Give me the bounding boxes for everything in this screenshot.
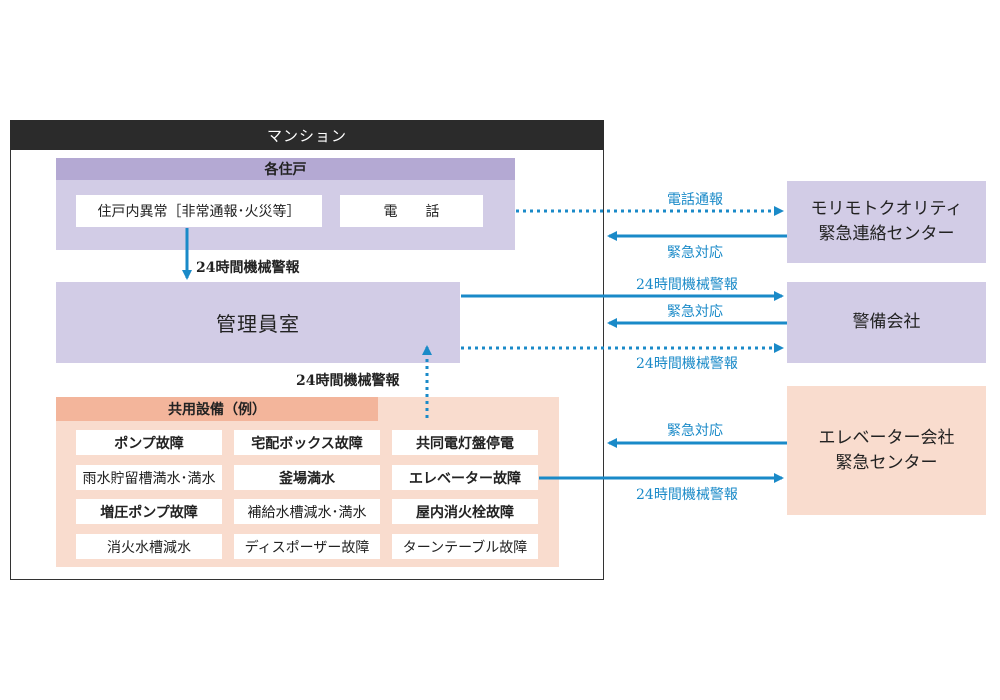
- label-phone-report: 電話通報: [667, 192, 723, 208]
- shared-item: 宅配ボックス故障: [234, 430, 380, 455]
- morimoto-line1: モリモトクオリティ: [810, 199, 963, 220]
- morimoto-line2: 緊急連絡センター: [818, 224, 955, 244]
- elevator-line1: エレベーター会社: [818, 427, 955, 448]
- shared-item: 雨水貯留槽満水･満水: [76, 465, 222, 490]
- elevator-company-box: エレベーター会社 緊急センター: [787, 386, 986, 515]
- label-emergency-morimoto: 緊急対応: [667, 245, 723, 261]
- mansion-title: マンション: [10, 120, 604, 150]
- morimoto-center-box: モリモトクオリティ 緊急連絡センター: [787, 181, 986, 263]
- label-alarm-elevator: 24時間機械警報: [636, 487, 738, 503]
- shared-item: ディスポーザー故障: [234, 534, 380, 559]
- shared-item: 補給水槽減水･満水: [234, 499, 380, 524]
- phone-box: 電 話: [340, 195, 483, 227]
- shared-equipment-title: 共用設備（例）: [56, 397, 378, 421]
- shared-item: ポンプ故障: [76, 430, 222, 455]
- security-company-box: 警備会社: [787, 282, 986, 363]
- label-alarm-security-dotted: 24時間機械警報: [636, 356, 738, 372]
- label-alarm-security: 24時間機械警報: [636, 277, 738, 293]
- shared-item: 屋内消火栓故障: [392, 499, 538, 524]
- label-emergency-elevator: 緊急対応: [667, 423, 723, 439]
- shared-item: 釜場満水: [234, 465, 380, 490]
- label-alarm-shared: 24時間機械警報: [296, 373, 400, 389]
- units-title: 各住戸: [56, 158, 515, 180]
- elevator-line2: 緊急センター: [835, 452, 938, 473]
- shared-item: ターンテーブル故障: [392, 534, 538, 559]
- label-emergency-security: 緊急対応: [667, 304, 723, 320]
- shared-item: 増圧ポンプ故障: [76, 499, 222, 524]
- shared-item: 消火水槽減水: [76, 534, 222, 559]
- label-alarm-units: 24時間機械警報: [196, 260, 300, 276]
- abnormal-box: 住戸内異常［非常通報･火災等］: [76, 195, 322, 227]
- security-company-label: 警備会社: [852, 312, 921, 333]
- management-office: 管理員室: [56, 282, 460, 363]
- shared-item-elevator: エレベーター故障: [392, 465, 538, 490]
- shared-item: 共同電灯盤停電: [392, 430, 538, 455]
